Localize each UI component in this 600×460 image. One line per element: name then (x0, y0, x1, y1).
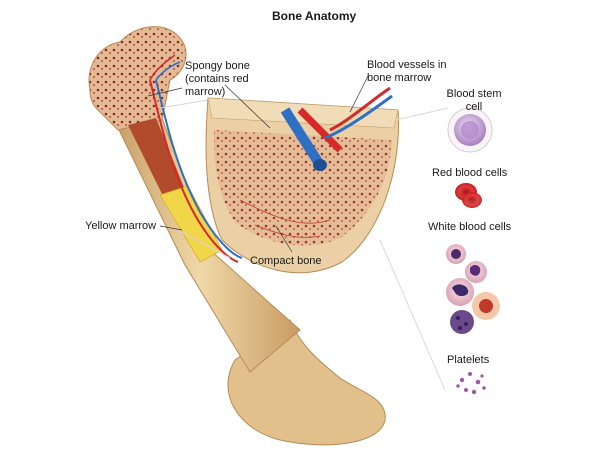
diagram-title: Bone Anatomy (272, 9, 357, 23)
white-blood-cells-illustration (446, 244, 500, 334)
blood-stem-cell-illustration (447, 107, 493, 153)
label-blood-stem-cell: Blood stem cell (446, 88, 502, 113)
label-red-blood-cells: Red blood cells (432, 167, 508, 179)
red-blood-cells-illustration (455, 183, 482, 208)
label-leader-lines (147, 75, 369, 253)
zoom-guide-lines-cells (379, 107, 449, 391)
label-white-blood-cells: White blood cells (428, 221, 512, 233)
cross-section-magnified (205, 86, 399, 274)
platelets-illustration (456, 372, 486, 395)
zoom-guide-lines (159, 99, 231, 259)
label-platelets: Platelets (447, 354, 490, 366)
label-yellow-marrow: Yellow marrow (85, 220, 157, 232)
label-blood-vessels: Blood vessels in bone marrow (367, 59, 447, 84)
label-compact-bone: Compact bone (250, 255, 322, 267)
femur-bone (88, 26, 386, 446)
label-spongy-bone: Spongy bone (contains red marrow) (185, 60, 250, 98)
